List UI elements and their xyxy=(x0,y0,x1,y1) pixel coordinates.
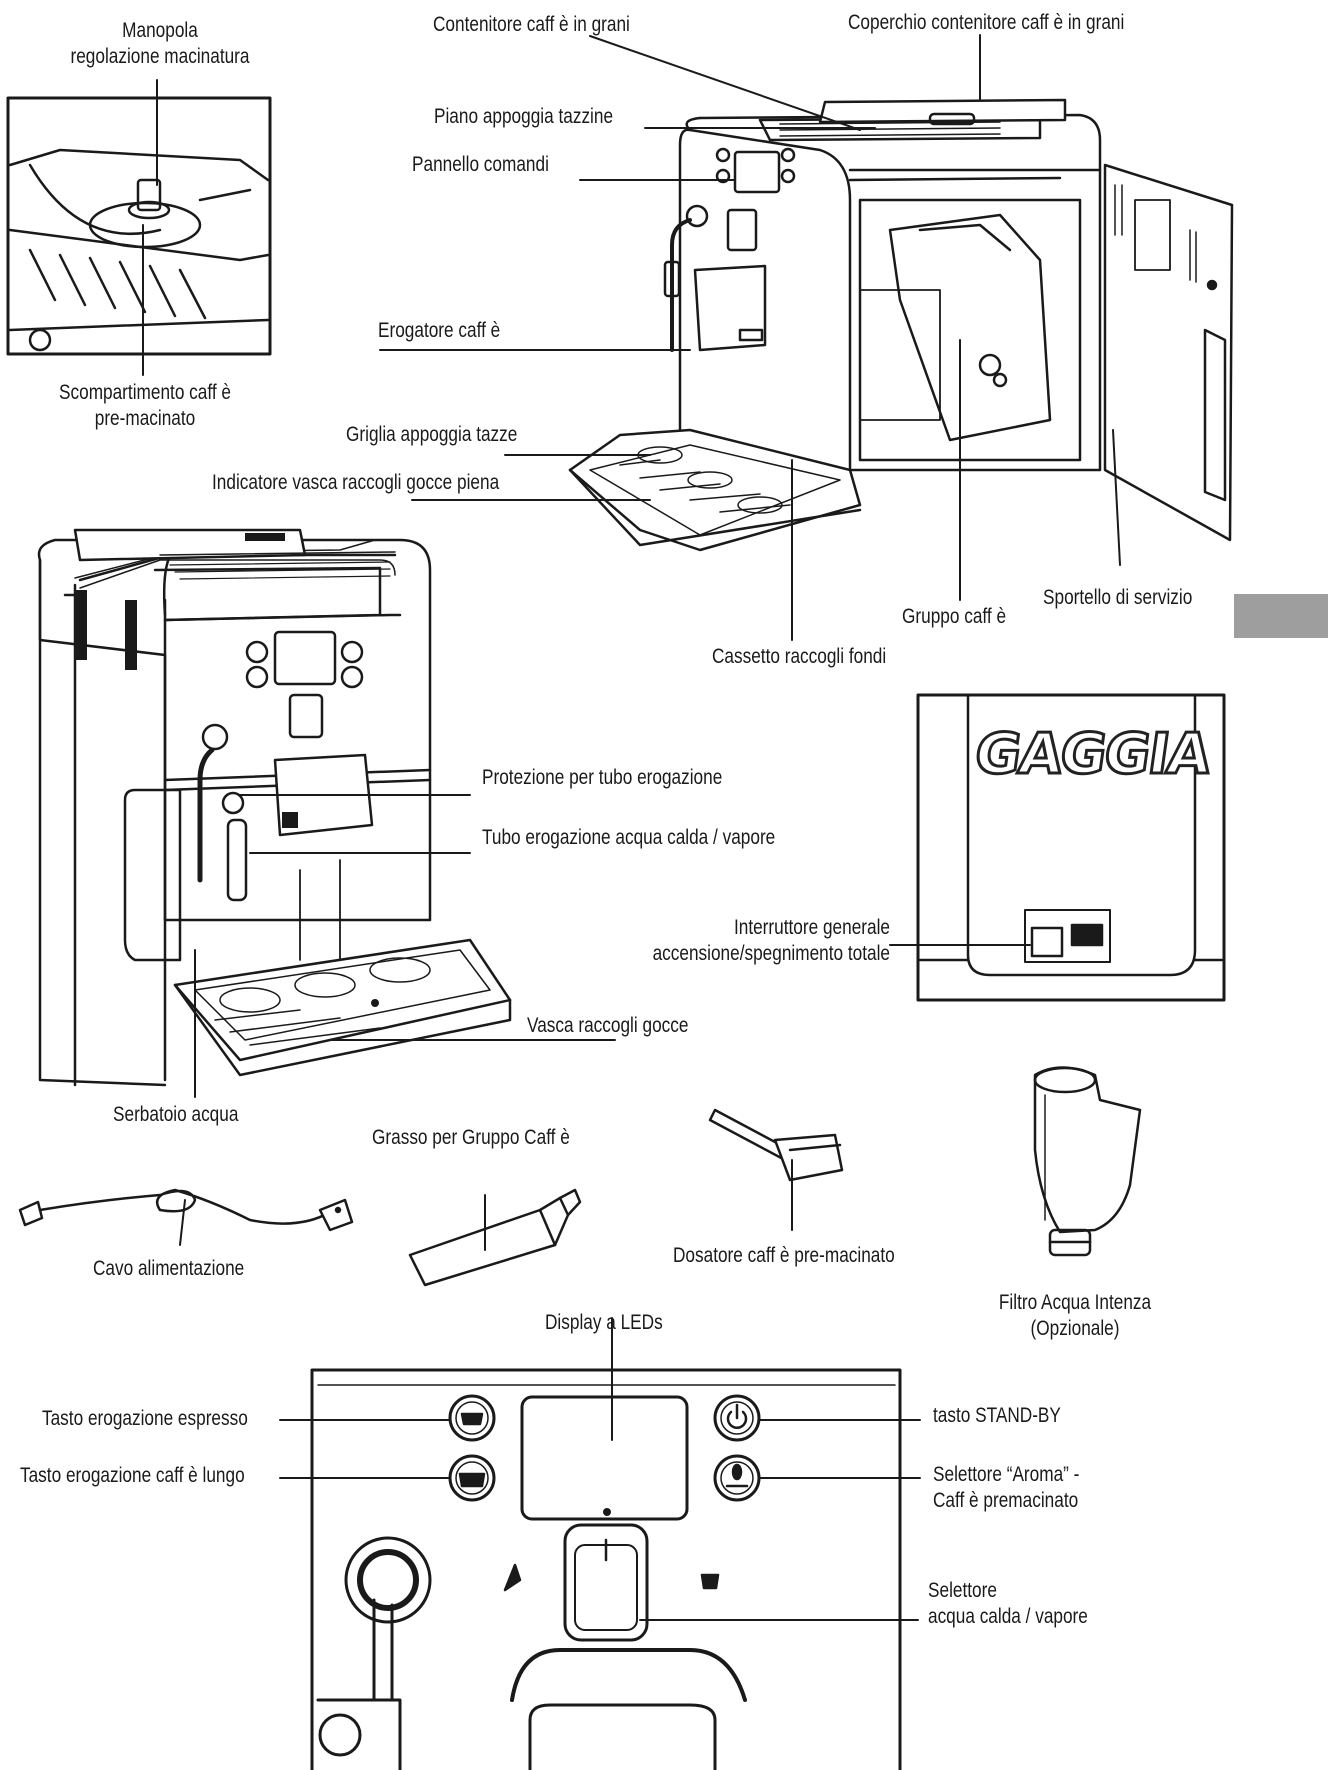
power-icon xyxy=(726,1410,748,1429)
label-protezione: Protezione per tubo erogazione xyxy=(482,766,723,789)
side-handle xyxy=(123,788,182,962)
label-piano: Piano appoggia tazzine xyxy=(434,105,614,128)
front-display xyxy=(273,630,337,686)
gaggia-logo: GAGGIA xyxy=(969,721,1215,789)
label-lungo: Tasto erogazione caff è lungo xyxy=(20,1464,245,1487)
label-coperchio: Coperchio contenitore caff è in grani xyxy=(848,11,1125,34)
coffee-spout xyxy=(693,264,767,352)
label-display: Display a LEDs xyxy=(545,1311,663,1334)
grease-tube-icon xyxy=(408,1188,582,1287)
label-espresso: Tasto erogazione espresso xyxy=(42,1407,248,1430)
steam-icon xyxy=(503,1563,522,1592)
machine-front xyxy=(37,528,512,1087)
leader-lines xyxy=(142,34,1121,1621)
section-tab xyxy=(1234,594,1328,638)
main-switch-inset xyxy=(916,693,1226,1002)
label-cassetto: Cassetto raccogli fondi xyxy=(712,645,887,668)
water-filter-icon xyxy=(1033,1066,1142,1257)
label-gruppo: Gruppo caff è xyxy=(902,605,1007,628)
label-tubo: Tubo erogazione acqua calda / vapore xyxy=(482,826,776,849)
label-vasca: Vasca raccogli gocce xyxy=(527,1014,689,1037)
steam-wand-guard xyxy=(221,791,245,815)
label-sportello: Sportello di servizio xyxy=(1043,586,1193,609)
label-griglia: Griglia appoggia tazze xyxy=(346,423,518,446)
control-panel-detail xyxy=(310,1368,902,1770)
bean-container-lid xyxy=(818,98,1067,124)
label-filtro: Filtro Acqua Intenza(Opzionale) xyxy=(998,1291,1152,1340)
brew-group xyxy=(888,213,1052,442)
label-erogatore: Erogatore caff è xyxy=(378,319,501,342)
grinder-inset xyxy=(6,96,272,356)
label-cavo: Cavo alimentazione xyxy=(93,1257,245,1280)
service-door xyxy=(1103,163,1234,542)
label-contenitore: Contenitore caff è in grani xyxy=(433,13,630,36)
machine-top xyxy=(568,98,1234,552)
measuring-scoop-icon xyxy=(708,1108,844,1182)
label-standby: tasto STAND-BY xyxy=(933,1404,1061,1427)
standby-button[interactable] xyxy=(713,1394,761,1442)
led-display xyxy=(520,1395,689,1521)
espresso-button[interactable] xyxy=(448,1394,496,1442)
label-grasso: Grasso per Gruppo Caff è xyxy=(372,1126,570,1149)
label-aroma: Selettore “Aroma” -Caff è premacinato xyxy=(933,1463,1080,1512)
label-pannello: Pannello comandi xyxy=(412,153,549,176)
drip-tray-front xyxy=(173,938,512,1062)
cup-icon xyxy=(700,1573,720,1590)
label-serbatoio: Serbatoio acqua xyxy=(113,1103,239,1126)
label-indicatore: Indicatore vasca raccogli gocce piena xyxy=(212,471,500,494)
grinder-knob-icon xyxy=(127,178,171,220)
label-dosatore: Dosatore caff è pre-macinato xyxy=(673,1244,895,1267)
steam-wand xyxy=(226,818,248,902)
aroma-bean-icon xyxy=(731,1463,743,1481)
steam-selector-knob[interactable] xyxy=(563,1523,649,1642)
power-cord-icon xyxy=(18,1188,354,1232)
lungo-cup-icon xyxy=(458,1472,486,1488)
control-panel xyxy=(733,150,781,194)
main-switch xyxy=(1024,909,1111,963)
espresso-cup-icon xyxy=(460,1412,484,1426)
